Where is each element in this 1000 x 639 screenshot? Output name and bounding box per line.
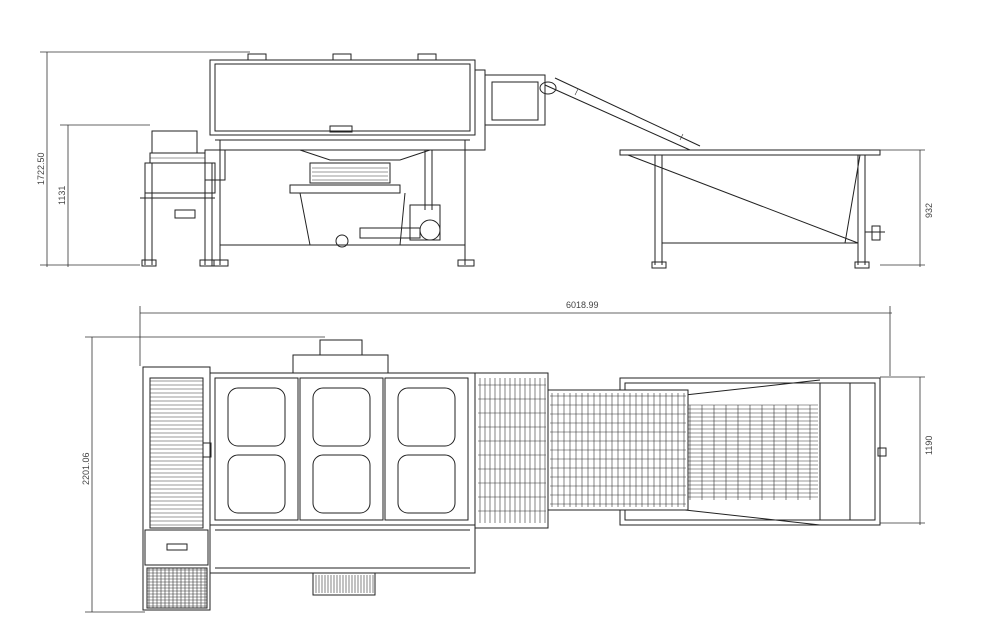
dimension-tank-width: 1190 (924, 436, 934, 455)
infeed-conveyor-top (142, 366, 211, 611)
access-panel (384, 377, 469, 521)
dimension-overall-width: 2201.06 (81, 452, 91, 485)
tank-side (619, 149, 885, 269)
elevator-grid (478, 378, 546, 523)
top-dimensions: 6018.99 2201.06 1190 (81, 300, 934, 613)
dimension-tank-height: 932 (924, 203, 934, 218)
hopper-side (140, 130, 226, 267)
window-panel (227, 454, 286, 514)
dimension-overall-height: 1722.50 (36, 152, 46, 185)
conveyor-slats (150, 380, 203, 526)
dimension-overall-length: 6018.99 (566, 300, 599, 310)
window-panel (312, 454, 371, 514)
top-view: 6018.99 2201.06 1190 (81, 300, 934, 613)
main-body-top (202, 339, 476, 596)
inclined-conveyor-side (539, 77, 701, 151)
elevator-section-top (474, 372, 549, 529)
main-frame-side (209, 53, 546, 267)
window-panel (227, 387, 286, 447)
tank-grid (688, 404, 818, 500)
transfer-conveyor-top (547, 389, 689, 511)
window-panel (397, 387, 456, 447)
conveyor-grid (550, 393, 686, 507)
side-dimensions: 1722.50 1131 932 (36, 51, 934, 267)
side-view: 1722.50 1131 932 (36, 51, 934, 269)
access-panel (214, 377, 299, 521)
window-panel (312, 387, 371, 447)
access-panel (299, 377, 384, 521)
mesh-grid (147, 568, 207, 608)
dimension-hopper-height: 1131 (57, 186, 67, 205)
grill (315, 575, 374, 593)
window-panel (397, 454, 456, 514)
